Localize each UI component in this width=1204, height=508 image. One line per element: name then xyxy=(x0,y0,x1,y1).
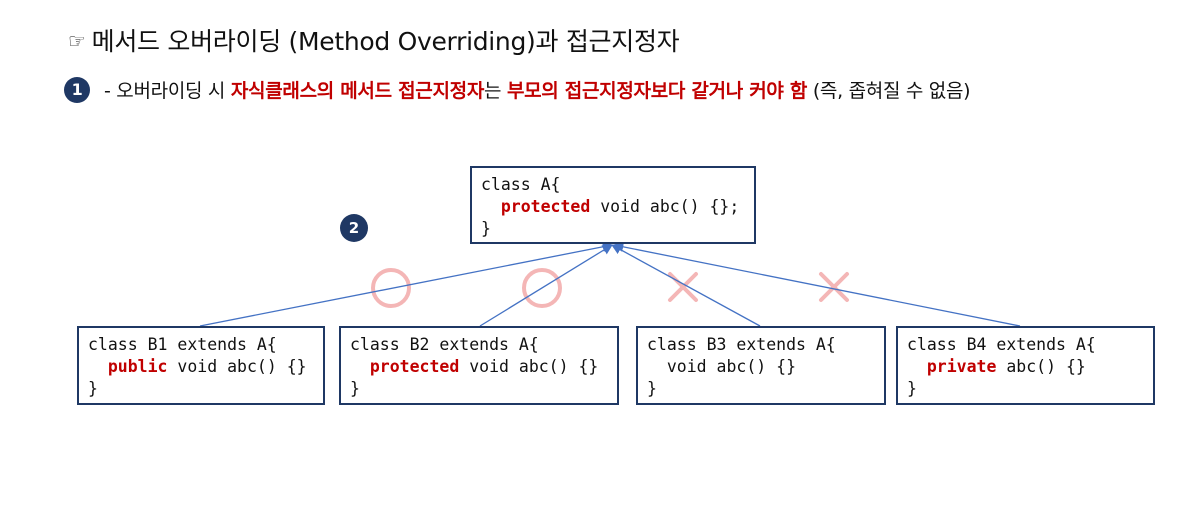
code-close: } xyxy=(481,219,491,238)
note-emphasis-child: 자식클래스의 메서드 접근지정자 xyxy=(230,80,485,102)
code-indent xyxy=(350,357,370,376)
class-a-box: class A{ protected void abc() {}; } xyxy=(470,166,756,244)
class-b4-box: class B4 extends A{ private abc() {} } xyxy=(896,326,1155,405)
access-modifier: public xyxy=(107,357,168,376)
code-close: } xyxy=(647,379,657,398)
allowed-marker-icon xyxy=(522,268,562,308)
class-b3-box: class B3 extends A{ void abc() {} } xyxy=(636,326,886,405)
note-tail: (즉, 좁혀질 수 없음) xyxy=(807,80,971,102)
code-text: void abc() {} xyxy=(459,357,599,376)
note-lead: - 오버라이딩 시 xyxy=(104,80,231,102)
code-line: class B3 extends A{ xyxy=(647,335,836,354)
code-text: abc() {} xyxy=(996,357,1086,376)
code-line: class B1 extends A{ xyxy=(88,335,277,354)
not-allowed-marker-icon xyxy=(819,272,849,302)
class-b2-box: class B2 extends A{ protected void abc()… xyxy=(339,326,619,405)
access-modifier: protected xyxy=(500,197,591,216)
not-allowed-marker-icon xyxy=(668,272,698,302)
page-title: ☞메서드 오버라이딩 (Method Overriding)과 접근지정자 xyxy=(68,22,680,58)
code-text: void abc() {} xyxy=(666,357,797,376)
step-badge-1: 1 xyxy=(64,76,90,103)
code-line: class A{ xyxy=(481,175,561,194)
note-mid: 는 xyxy=(484,80,507,102)
note-emphasis-parent: 부모의 접근지정자보다 같거나 커야 함 xyxy=(506,80,808,102)
access-modifier: protected xyxy=(369,357,460,376)
page-title-text: 메서드 오버라이딩 (Method Overriding)과 접근지정자 xyxy=(91,27,680,56)
code-close: } xyxy=(907,379,917,398)
pointing-hand-icon: ☞ xyxy=(68,29,86,53)
code-text: void abc() {} xyxy=(167,357,307,376)
code-close: } xyxy=(88,379,98,398)
code-line: class B4 extends A{ xyxy=(907,335,1096,354)
code-line: class B2 extends A{ xyxy=(350,335,539,354)
arrow-b3-to-a xyxy=(611,244,761,327)
class-b1-box: class B1 extends A{ public void abc() {}… xyxy=(77,326,325,405)
allowed-marker-icon xyxy=(371,268,411,308)
code-indent xyxy=(907,357,927,376)
step-badge-2: 2 xyxy=(340,214,368,242)
code-indent xyxy=(88,357,108,376)
arrow-b4-to-a xyxy=(612,241,1021,327)
code-indent xyxy=(647,357,667,376)
code-close: } xyxy=(350,379,360,398)
arrow-b1-to-a xyxy=(199,241,614,327)
access-modifier: private xyxy=(926,357,997,376)
arrow-b2-to-a xyxy=(479,244,613,327)
code-indent xyxy=(481,197,501,216)
code-text: void abc() {}; xyxy=(590,197,740,216)
